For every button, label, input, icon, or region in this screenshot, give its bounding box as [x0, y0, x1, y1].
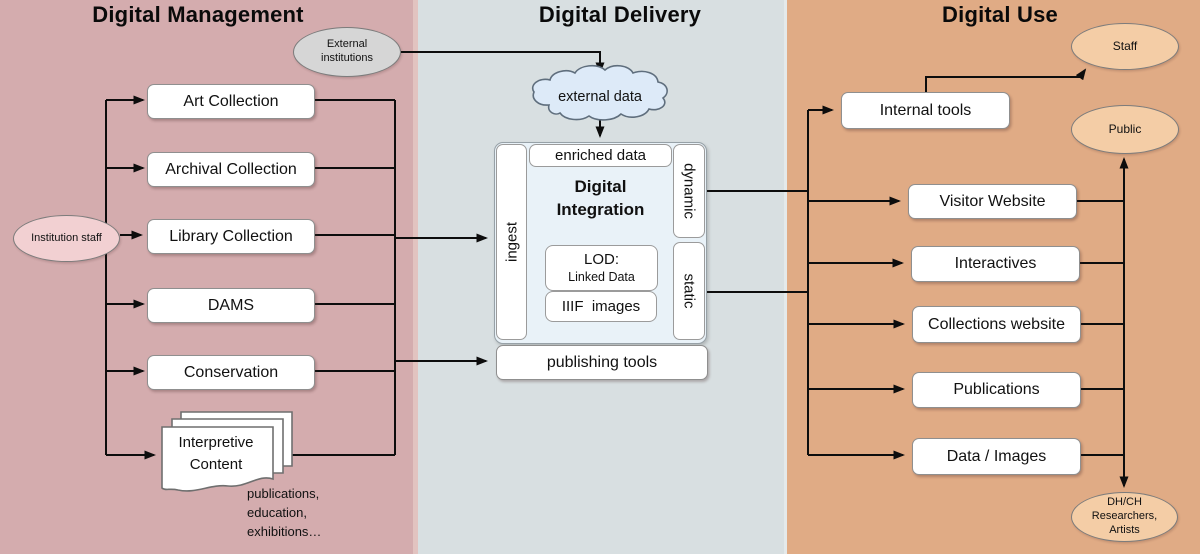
lod-title: LOD: — [583, 251, 619, 269]
public-ellipse: Public — [1071, 105, 1179, 154]
box-library-collection: Library Collection — [147, 219, 315, 254]
lod-subtitle: Linked Data — [568, 269, 635, 284]
box-archival-collection: Archival Collection — [147, 152, 315, 187]
staff-ellipse: Staff — [1071, 23, 1179, 70]
box-dams: DAMS — [147, 288, 315, 323]
box-internal-tools: Internal tools — [841, 92, 1010, 129]
static-label: static — [680, 273, 698, 309]
use-section-title: Digital Use — [942, 2, 1058, 27]
institution-staff-ellipse: Institution staff — [13, 215, 120, 262]
lod-box: LOD: Linked Data — [545, 245, 658, 291]
box-conservation: Conservation — [147, 355, 315, 390]
ingest-strip: ingest — [496, 144, 527, 340]
interpretive-content-label: Interpretive Content — [178, 434, 254, 473]
box-data-images: Data / Images — [912, 438, 1081, 475]
box-interactives: Interactives — [911, 246, 1080, 282]
ingest-label: ingest — [503, 221, 520, 263]
band-divider-2 — [784, 0, 787, 554]
external-institutions-ellipse: External institutions — [293, 27, 401, 77]
dynamic-label: dynamic — [680, 163, 698, 219]
digital-integration-title: Digital Integration — [556, 177, 645, 219]
iiif-images-box: IIIF images — [545, 291, 657, 322]
publishing-tools-box: publishing tools — [496, 345, 708, 380]
interpretive-content-caption: publications, education, exhibitions… — [247, 486, 322, 540]
enriched-data-strip: enriched data — [529, 144, 672, 167]
box-art-collection: Art Collection — [147, 84, 315, 119]
delivery-section-title: Digital Delivery — [538, 2, 702, 27]
management-section-title: Digital Management — [92, 2, 304, 27]
document-stack-icon — [161, 411, 293, 492]
box-visitor-website: Visitor Website — [908, 184, 1077, 219]
dynamic-strip: dynamic — [673, 144, 705, 238]
box-publications: Publications — [912, 372, 1081, 408]
cloud-icon — [532, 64, 668, 121]
box-collections-website: Collections website — [912, 306, 1081, 343]
static-strip: static — [673, 242, 705, 340]
dhch-researchers-ellipse: DH/CH Researchers, Artists — [1071, 492, 1178, 542]
external-data-cloud-label: external data — [558, 89, 642, 105]
band-divider — [413, 0, 418, 554]
